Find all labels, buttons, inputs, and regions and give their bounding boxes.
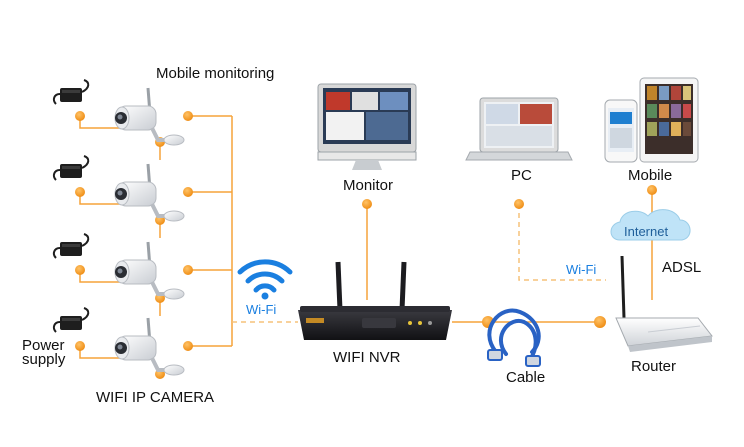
- pc-laptop-icon: [465, 97, 573, 161]
- ip-camera-icon: [113, 86, 186, 377]
- wifi-signal-icon: [237, 259, 293, 300]
- internet-cloud-icon: [610, 209, 691, 241]
- monitor-label: Monitor: [343, 177, 393, 194]
- wifi-nvr-label: WIFI NVR: [333, 349, 401, 366]
- wifi-nvr-device-icon: [298, 261, 452, 340]
- ethernet-cable-icon: [487, 308, 541, 367]
- adsl-label: ADSL: [662, 259, 701, 276]
- router-device-icon: [615, 255, 713, 352]
- power-label: Power: [22, 337, 65, 354]
- mobile-monitoring-label: Mobile monitoring: [156, 65, 274, 82]
- wifi-right-label: Wi-Fi: [566, 262, 596, 277]
- internet-label: Internet: [624, 224, 668, 239]
- wifi-ip-camera-label: WIFI IP CAMERA: [96, 389, 214, 406]
- cable-label: Cable: [506, 369, 545, 386]
- router-label: Router: [631, 358, 676, 375]
- monitor-icon: [317, 83, 417, 170]
- wifi-left-label: Wi-Fi: [246, 302, 276, 317]
- wifi-dashed-lines: [232, 204, 606, 323]
- mobile-devices-icon: [604, 77, 699, 163]
- supply-label: supply: [22, 351, 66, 368]
- pc-label: PC: [511, 167, 532, 184]
- mobile-label: Mobile: [628, 167, 672, 184]
